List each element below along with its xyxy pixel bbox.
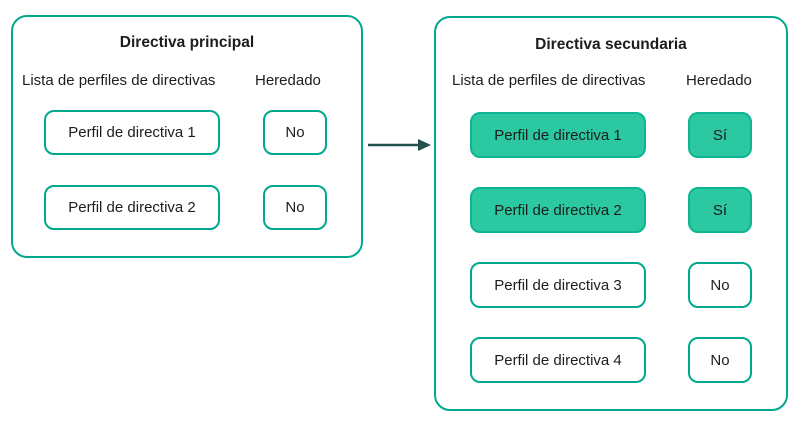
inherited-badge-2: No	[263, 185, 327, 230]
profile-box-3: Perfil de directiva 3	[470, 262, 646, 308]
inherited-badge-2: Sí	[688, 187, 752, 233]
profile-box-1: Perfil de directiva 1	[44, 110, 220, 155]
secondary-policy-panel: Directiva secundaria Lista de perfiles d…	[434, 16, 788, 411]
profile-box-2: Perfil de directiva 2	[470, 187, 646, 233]
profiles-list-header: Lista de perfiles de directivas	[22, 72, 216, 89]
secondary-policy-title: Directiva secundaria	[535, 36, 687, 53]
profiles-list-header: Lista de perfiles de directivas	[452, 72, 646, 89]
inherited-badge-3: No	[688, 262, 752, 308]
profile-box-4: Perfil de directiva 4	[470, 337, 646, 383]
inherited-badge-4: No	[688, 337, 752, 383]
inheritance-arrow-icon	[368, 139, 431, 151]
inherited-badge-1: No	[263, 110, 327, 155]
profile-box-1: Perfil de directiva 1	[470, 112, 646, 158]
inherited-header: Heredado	[686, 72, 752, 89]
profile-box-2: Perfil de directiva 2	[44, 185, 220, 230]
primary-policy-title: Directiva principal	[119, 34, 255, 51]
primary-policy-panel: Directiva principal Lista de perfiles de…	[11, 15, 363, 258]
inherited-header: Heredado	[255, 72, 321, 89]
inherited-badge-1: Sí	[688, 112, 752, 158]
